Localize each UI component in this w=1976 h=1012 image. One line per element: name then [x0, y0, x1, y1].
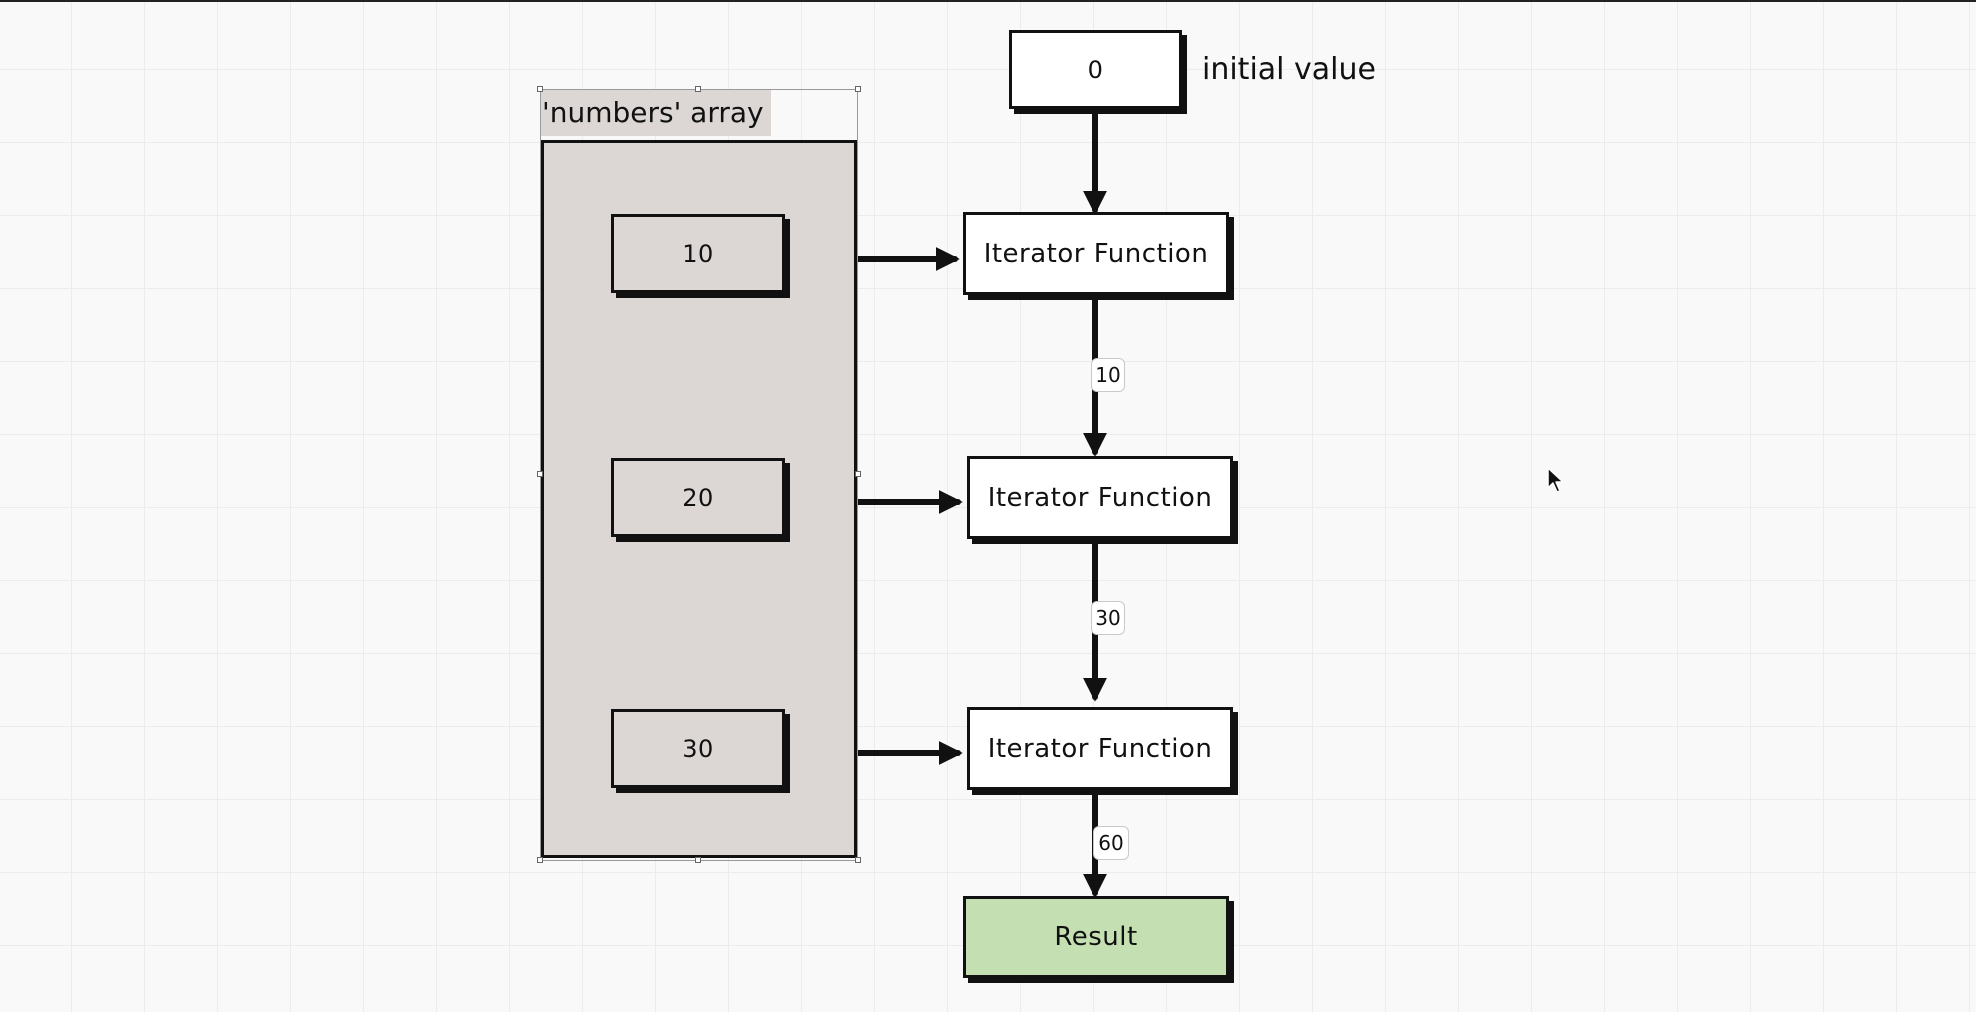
iterator-function-box[interactable]: Iterator Function	[963, 212, 1229, 295]
mouse-cursor-icon	[1547, 467, 1564, 493]
array-item-box[interactable]: 30	[611, 709, 785, 788]
resize-handle[interactable]	[855, 471, 861, 477]
top-edge-line	[0, 0, 1976, 2]
iterator-function-box[interactable]: Iterator Function	[967, 456, 1233, 539]
resize-handle[interactable]	[537, 86, 543, 92]
edge-label: 30	[1091, 601, 1125, 635]
resize-handle[interactable]	[537, 471, 543, 477]
edge-label: 10	[1091, 358, 1125, 392]
array-item-box[interactable]: 20	[611, 458, 785, 537]
resize-handle[interactable]	[695, 857, 701, 863]
initial-value-box[interactable]: 0	[1009, 30, 1182, 109]
resize-handle[interactable]	[855, 857, 861, 863]
initial-value-label: initial value	[1202, 52, 1376, 87]
result-box[interactable]: Result	[963, 896, 1229, 978]
iterator-function-box[interactable]: Iterator Function	[967, 707, 1233, 790]
resize-handle[interactable]	[855, 86, 861, 92]
numbers-array-label: 'numbers' array	[540, 90, 771, 136]
resize-handle[interactable]	[537, 857, 543, 863]
edge-label: 60	[1093, 826, 1129, 860]
resize-handle[interactable]	[695, 86, 701, 92]
array-item-box[interactable]: 10	[611, 214, 785, 293]
